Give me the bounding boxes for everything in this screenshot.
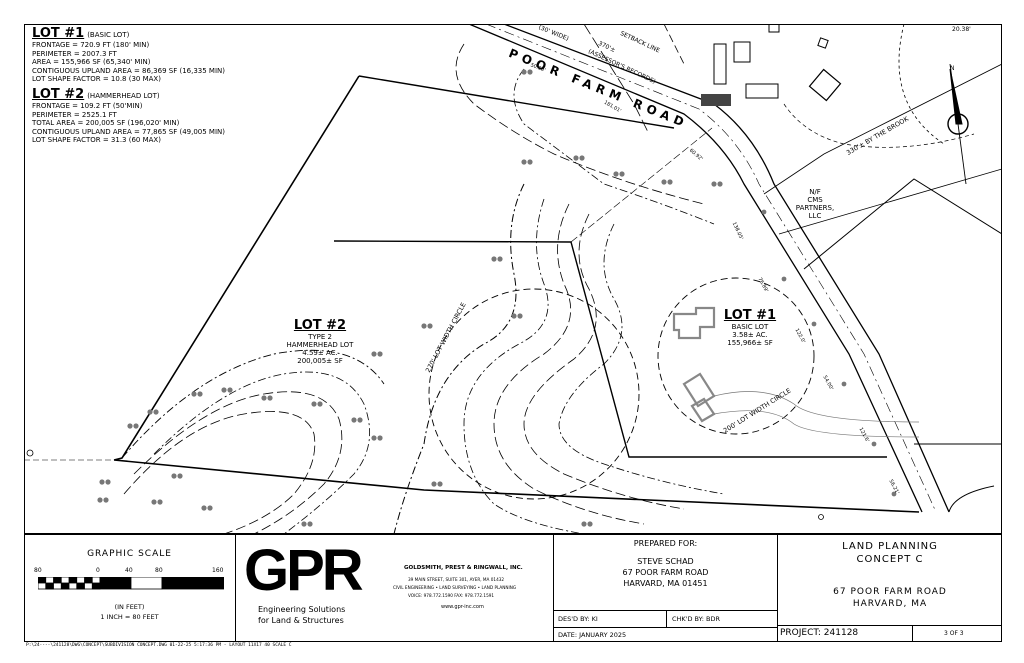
designed-by: DES'D BY: KI: [558, 615, 598, 623]
scale-title: GRAPHIC SCALE: [87, 549, 172, 559]
client-name: STEVE SCHAD: [637, 557, 694, 566]
drawing-title-block: LAND PLANNING CONCEPT C 67 POOR FARM ROA…: [778, 535, 1002, 642]
lot1-east-line: [570, 127, 713, 243]
site-plan: [24, 24, 1002, 534]
row-divider: [912, 626, 913, 642]
lot1-label: LOT #1 BASIC LOT 3.58± AC. 155,966± SF: [723, 308, 777, 347]
lot2-top-boundary: [358, 75, 675, 129]
lot1-garage: [682, 372, 716, 423]
drawing-date: DATE: JANUARY 2025: [558, 631, 627, 639]
graphic-scale: GRAPHIC SCALE 80 0 40 80 160 (IN FEET) 1…: [24, 535, 236, 642]
scale-tick: 0: [96, 567, 100, 574]
scale-ratio: 1 INCH = 80 FEET: [100, 613, 159, 621]
tree-markers: [97, 69, 897, 527]
lot2-summary-line: PERIMETER = 2525.1 FT: [32, 110, 117, 119]
lot2-summary-line: FRONTAGE = 109.2 FT (50'MIN): [32, 101, 143, 110]
client-address: 67 POOR FARM ROAD: [622, 568, 709, 577]
lot-summary: LOT #1(BASIC LOT) FRONTAGE = 720.9 FT (1…: [32, 27, 225, 145]
dimension-top: 20.38': [952, 26, 971, 33]
firm-services: CIVIL ENGINEERING • LAND SURVEYING • LAN…: [393, 585, 517, 590]
title-block: GRAPHIC SCALE 80 0 40 80 160 (IN FEET) 1…: [24, 533, 1002, 642]
abutter-parcel: [803, 178, 1002, 445]
lot2-summary-heading: LOT #2(HAMMERHEAD LOT): [32, 86, 160, 102]
scale-units: (IN FEET): [114, 603, 145, 611]
scale-tick: 80: [34, 567, 42, 574]
scale-tick: 80: [155, 567, 163, 574]
road-centerline: [485, 24, 937, 513]
firm-address: 39 MAIN STREET, SUITE 301, AYER, MA 0143…: [408, 577, 505, 582]
prepared-for-block: PREPARED FOR: STEVE SCHAD 67 POOR FARM R…: [554, 535, 778, 642]
lot2-width-circle: [428, 288, 640, 500]
site-city: HARVARD, MA: [852, 599, 928, 609]
checked-by: CHK'D BY: BDR: [672, 615, 720, 623]
row-divider: [666, 611, 667, 627]
lot1-house: [672, 306, 716, 340]
road-edge-east: [503, 24, 950, 513]
lot-divider: [333, 240, 887, 458]
road-edge-west: [468, 24, 923, 513]
lot2-summary-line: LOT SHAPE FACTOR = 31.3 (60 MAX): [32, 136, 161, 145]
existing-building: [701, 94, 731, 106]
lot1-driveway: [713, 391, 920, 423]
logo-tagline: Engineering Solutions: [258, 605, 346, 614]
lot2-summary-line: CONTIGUOUS UPLAND AREA = 77,865 SF (49,0…: [32, 127, 225, 136]
north-label: N: [950, 65, 955, 72]
client-city: HARVARD, MA 01451: [623, 579, 708, 588]
firm-phone: VOICE: 978.772.1590 FAX: 978.772.1591: [408, 593, 495, 598]
designer-row: DES'D BY: KI CHK'D BY: BDR: [554, 610, 777, 628]
lot1-summary-line: CONTIGUOUS UPLAND AREA = 86,369 SF (16,3…: [32, 66, 225, 75]
lot1-summary-line: AREA = 155,966 SF (65,340' MIN): [32, 58, 151, 67]
lot2-summary-line: TOTAL AREA = 200,005 SF (196,020' MIN): [32, 119, 180, 128]
prepared-for-label: PREPARED FOR:: [633, 539, 698, 548]
lot2-boundary: [113, 75, 920, 513]
logo-tagline: for Land & Structures: [258, 616, 344, 625]
lot1-summary-line: FRONTAGE = 720.9 FT (180' MIN): [32, 41, 150, 49]
file-path: P:\24----\241128\DWG\CONCEPT\SUBDIVISION…: [26, 643, 292, 648]
scale-bar: [38, 577, 224, 590]
scale-tick: 160: [212, 567, 224, 574]
sheet-number: 3 OF 3: [944, 630, 964, 637]
lot2-label: LOT #2 TYPE 2 HAMMERHEAD LOT 4.59± AC. 2…: [286, 318, 354, 365]
wetland-line: [393, 183, 525, 534]
scale-tick: 40: [125, 567, 133, 574]
north-arrow-icon: [947, 63, 969, 185]
lot1-summary-line: PERIMETER = 2007.3 FT: [32, 49, 117, 58]
firm-website: www.gpr-inc.com: [441, 604, 484, 610]
drawing-title: LAND PLANNING: [842, 541, 938, 552]
firm-block: GPR Engineering Solutions for Land & Str…: [236, 535, 554, 642]
site-address: 67 POOR FARM ROAD: [833, 587, 947, 597]
lot1-summary-line: LOT SHAPE FACTOR = 10.8 (30 MAX): [32, 75, 161, 84]
project-number: PROJECT: 241128: [780, 628, 859, 638]
firm-name: GOLDSMITH, PREST & RINGWALL, INC.: [404, 565, 523, 571]
drawing-subtitle: CONCEPT C: [856, 554, 924, 565]
project-row: PROJECT: 241128 3 OF 3: [778, 625, 1002, 642]
lot1-summary-heading: LOT #1(BASIC LOT): [32, 26, 130, 41]
gpr-logo: GPR: [244, 538, 364, 603]
lot1-width-circle: [657, 277, 815, 435]
